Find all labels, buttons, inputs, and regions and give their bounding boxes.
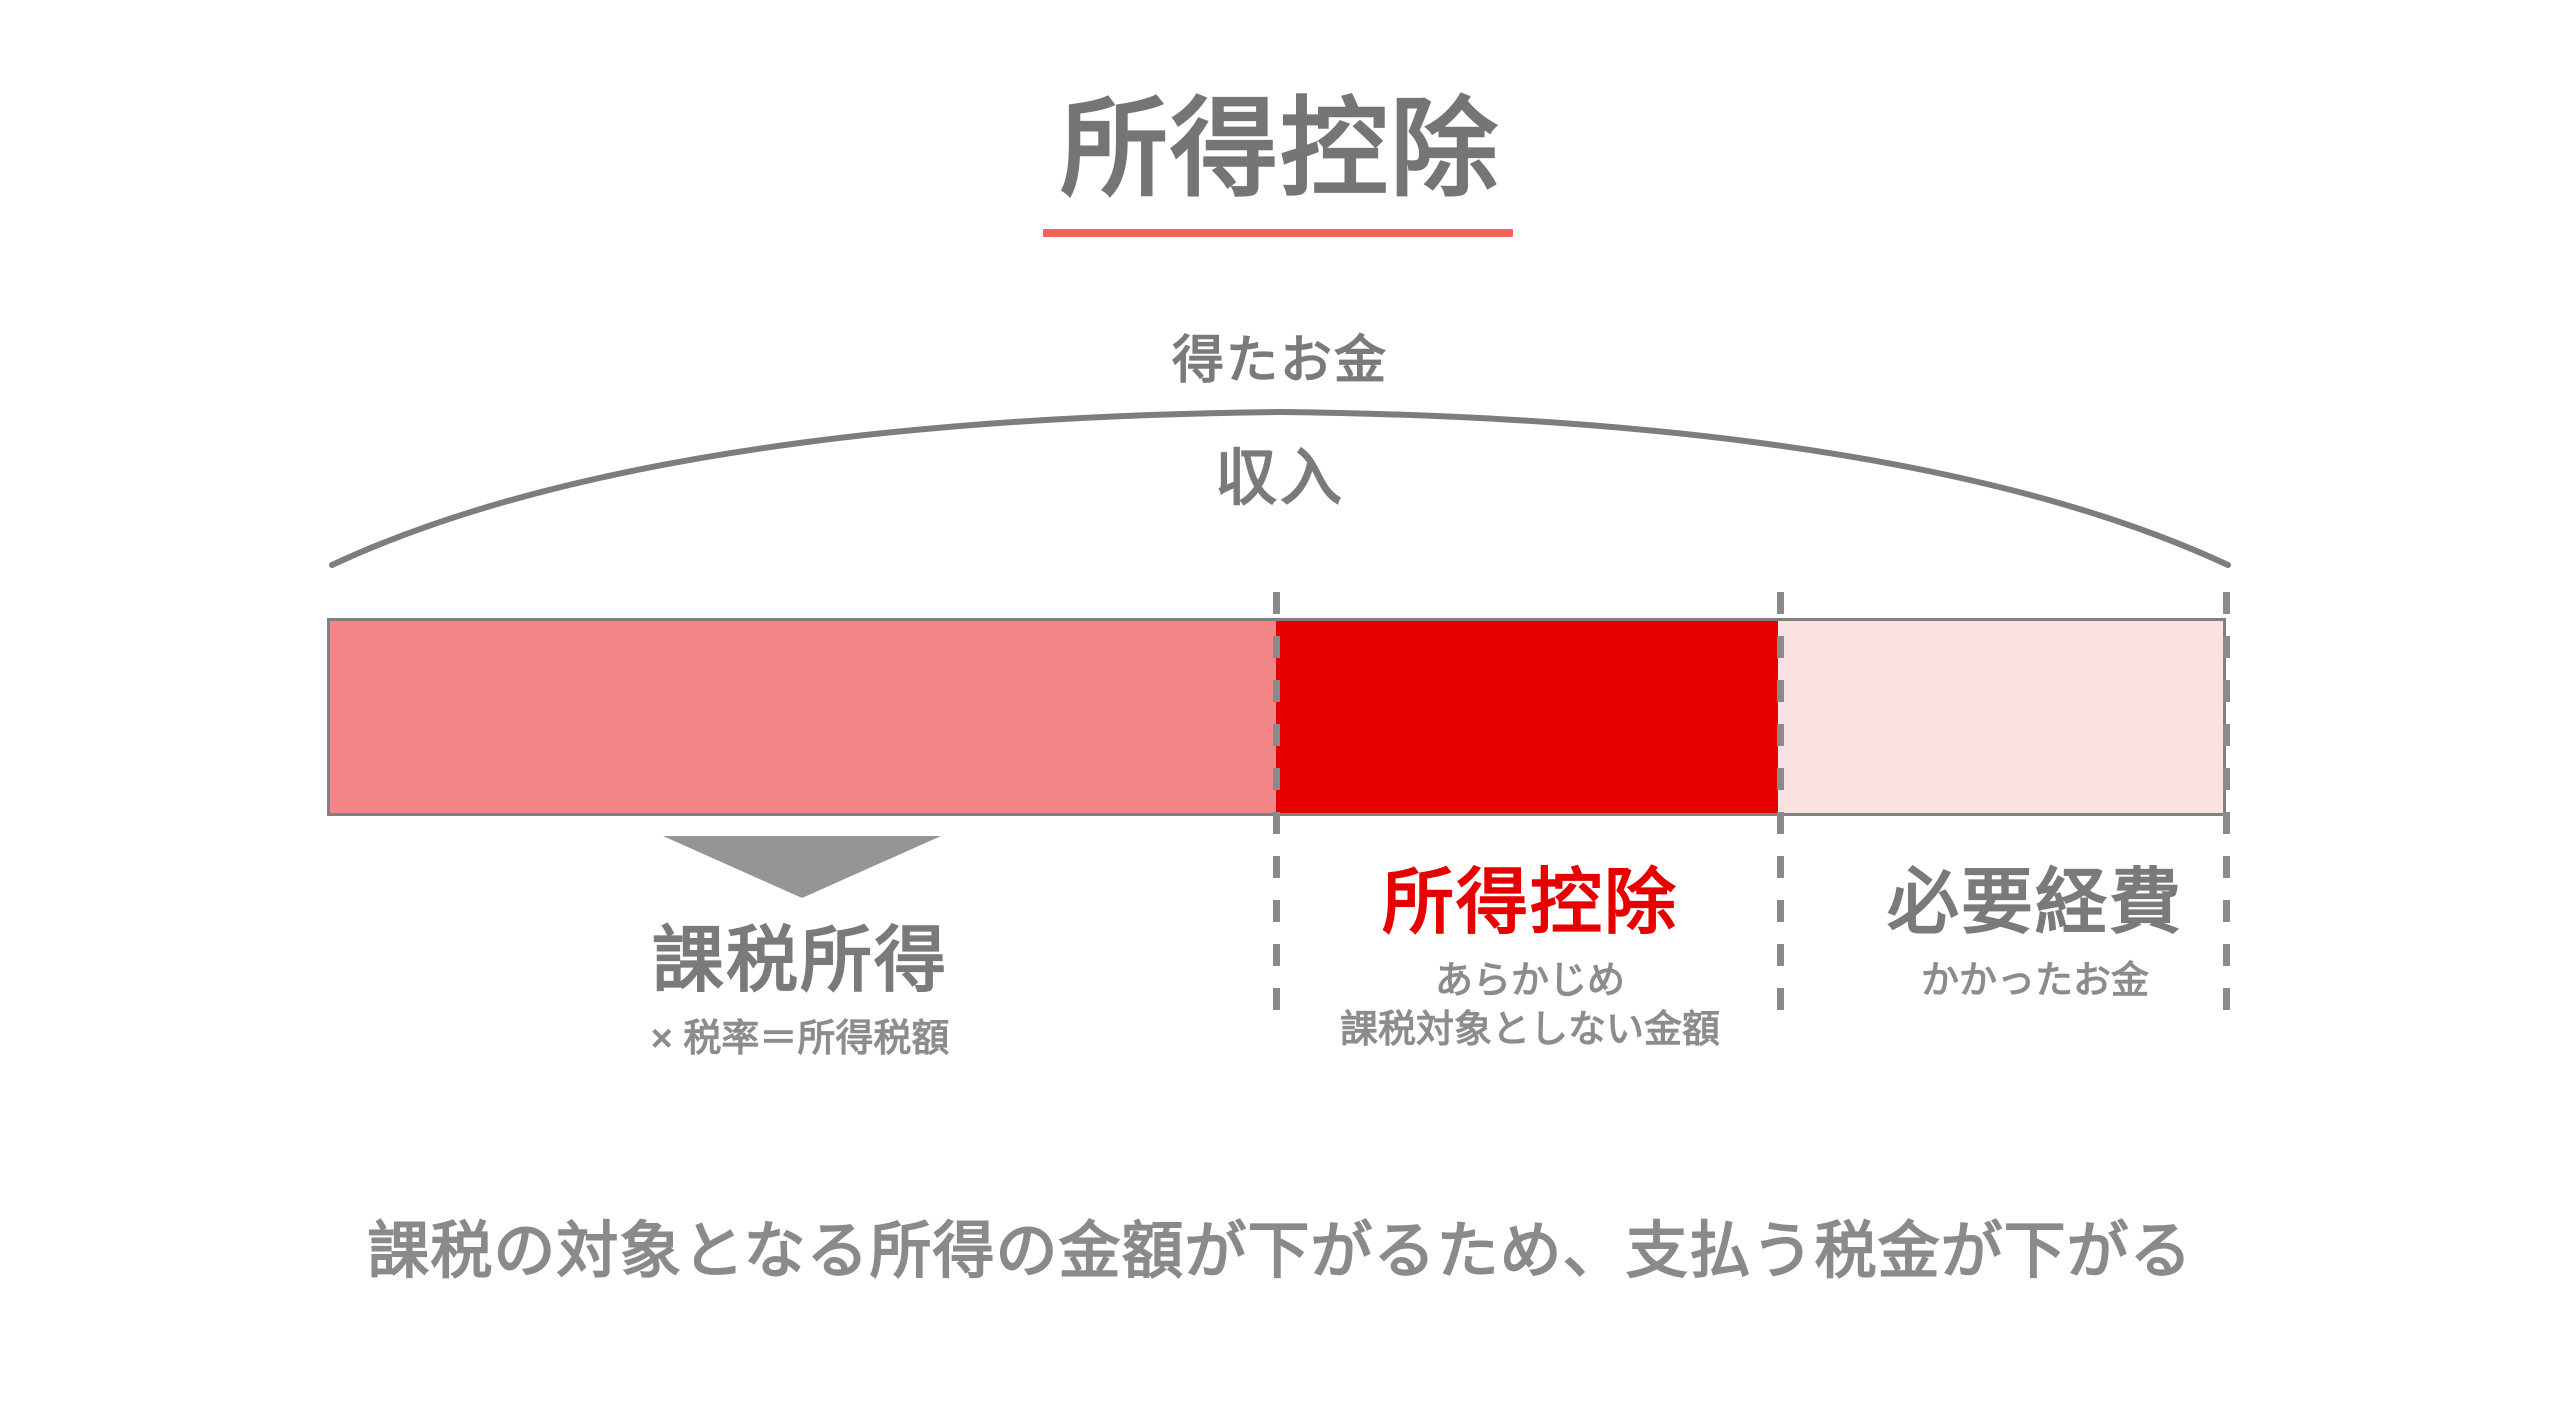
income-breakdown-bar bbox=[327, 618, 2226, 816]
label-income-deduction-heading: 所得控除 bbox=[1381, 863, 1678, 943]
label-necessary-expenses-heading: 必要経費 bbox=[1886, 863, 2183, 943]
bar-segment-income-deduction bbox=[1275, 621, 1779, 813]
label-income-deduction-sub-line2: 課税対象としない金額 bbox=[1339, 1009, 1720, 1052]
income-label: 収入 bbox=[1188, 444, 1371, 513]
label-necessary-expenses: 必要経費 かかったお金 bbox=[1855, 862, 2215, 1006]
label-taxable-income-formula: × 税率＝所得税額 bbox=[650, 1017, 950, 1060]
page-title: 所得控除 bbox=[1059, 88, 1500, 209]
title-underline bbox=[1043, 229, 1513, 237]
down-arrow-icon bbox=[663, 836, 941, 898]
income-label-wrapper: 収入 bbox=[0, 427, 2560, 517]
label-taxable-income-heading: 課税所得 bbox=[651, 921, 948, 1001]
label-income-deduction: 所得控除 あらかじめ 課税対象としない金額 bbox=[1290, 862, 1770, 1056]
boundary-guide-deduction-expenses bbox=[1777, 592, 1784, 1012]
boundary-guide-taxable-deduction bbox=[1273, 592, 1280, 1012]
bar-segment-necessary-expenses bbox=[1778, 621, 2223, 813]
summary-text: 課税の対象となる所得の金額が下がるため、支払う税金が下がる bbox=[367, 1217, 2193, 1286]
bar-segment-taxable-income bbox=[330, 621, 1276, 813]
label-income-deduction-sub-line1: あらかじめ bbox=[1434, 959, 1625, 1002]
boundary-guide-right-edge bbox=[2223, 592, 2230, 1012]
label-taxable-income: 課税所得 × 税率＝所得税額 bbox=[430, 920, 1170, 1064]
earned-money-caption: 得たお金 bbox=[1171, 332, 1388, 390]
label-necessary-expenses-sub: かかったお金 bbox=[1920, 959, 2149, 1002]
income-bracket-curve bbox=[329, 408, 2231, 568]
